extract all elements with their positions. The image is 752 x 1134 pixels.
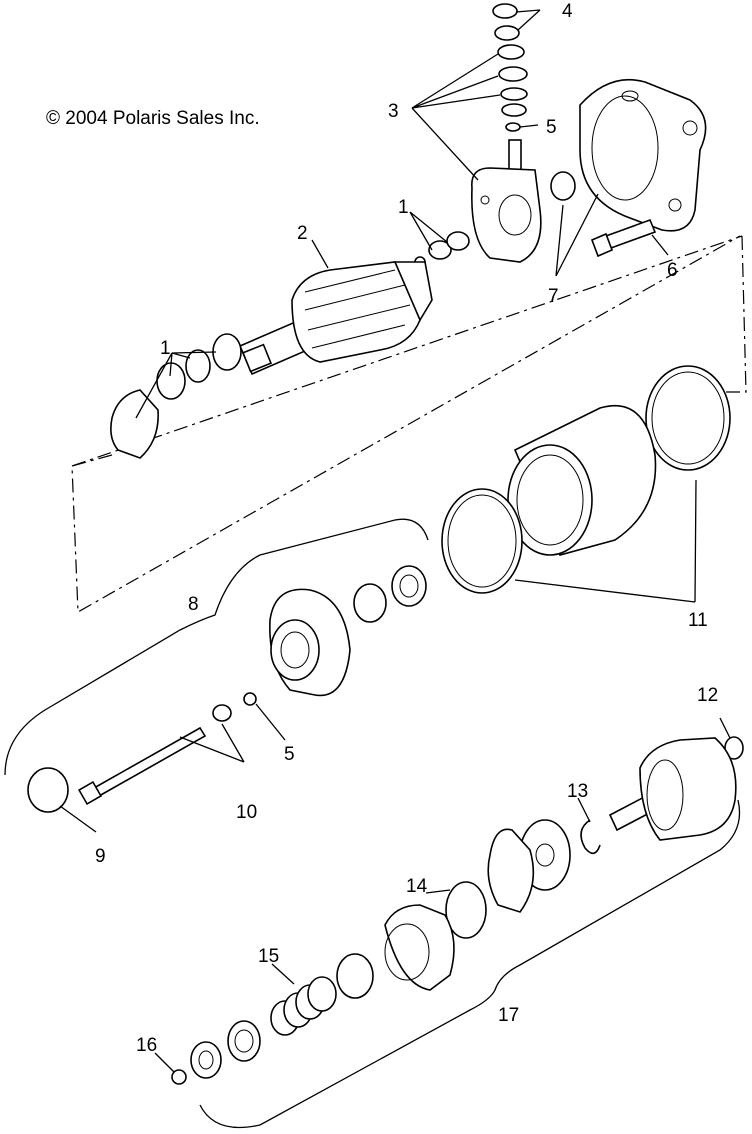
callout-16: 16 <box>136 1035 157 1056</box>
part-1-lower-shims <box>110 333 242 459</box>
part-3-brush-plate <box>471 139 542 263</box>
part-8-drive-frame <box>269 565 427 697</box>
clutch-washers <box>487 819 571 913</box>
callout-2: 2 <box>297 223 308 244</box>
part-10-through-bolt <box>77 704 232 806</box>
callout-5-lower: 5 <box>284 744 295 765</box>
callout-13: 13 <box>567 781 588 802</box>
callout-14: 14 <box>406 876 428 897</box>
callout-1-upper: 1 <box>398 197 409 218</box>
callout-17: 17 <box>498 1005 519 1026</box>
part-6-bolt <box>590 218 657 258</box>
part-1-upper-washers <box>414 231 470 268</box>
callout-6: 6 <box>667 260 678 281</box>
part-11-yoke-housing <box>441 365 731 594</box>
callout-12: 12 <box>697 685 718 706</box>
callout-15: 15 <box>258 946 279 967</box>
part-9-o-ring <box>27 767 69 813</box>
collar <box>336 953 374 999</box>
callout-4: 4 <box>562 1 573 22</box>
part-4-nut-stack <box>492 3 528 132</box>
brace-17 <box>199 799 741 1129</box>
copyright-text: © 2004 Polaris Sales Inc. <box>46 108 260 129</box>
callout-1-lower: 1 <box>160 338 171 359</box>
callout-3: 3 <box>388 101 399 122</box>
callout-10: 10 <box>236 802 257 823</box>
part-13-snap-ring <box>580 819 601 855</box>
callout-11: 11 <box>688 610 708 631</box>
part-16-washer <box>171 1069 187 1085</box>
callout-5-upper: 5 <box>546 117 557 138</box>
callout-9: 9 <box>95 846 106 867</box>
drive-gear <box>384 904 455 991</box>
part-7-end-housing <box>550 78 707 232</box>
sleeve-washers <box>190 1020 261 1079</box>
pinion-shaft-gear <box>608 737 737 841</box>
callout-8: 8 <box>188 594 199 615</box>
part-2-armature <box>238 261 433 376</box>
leader-lines <box>59 9 731 1073</box>
brace-8 <box>4 518 429 776</box>
part-5-o-ring <box>243 692 257 706</box>
part-15-spring <box>270 976 337 1036</box>
part-14-ring <box>445 881 487 939</box>
callout-7: 7 <box>548 286 559 307</box>
